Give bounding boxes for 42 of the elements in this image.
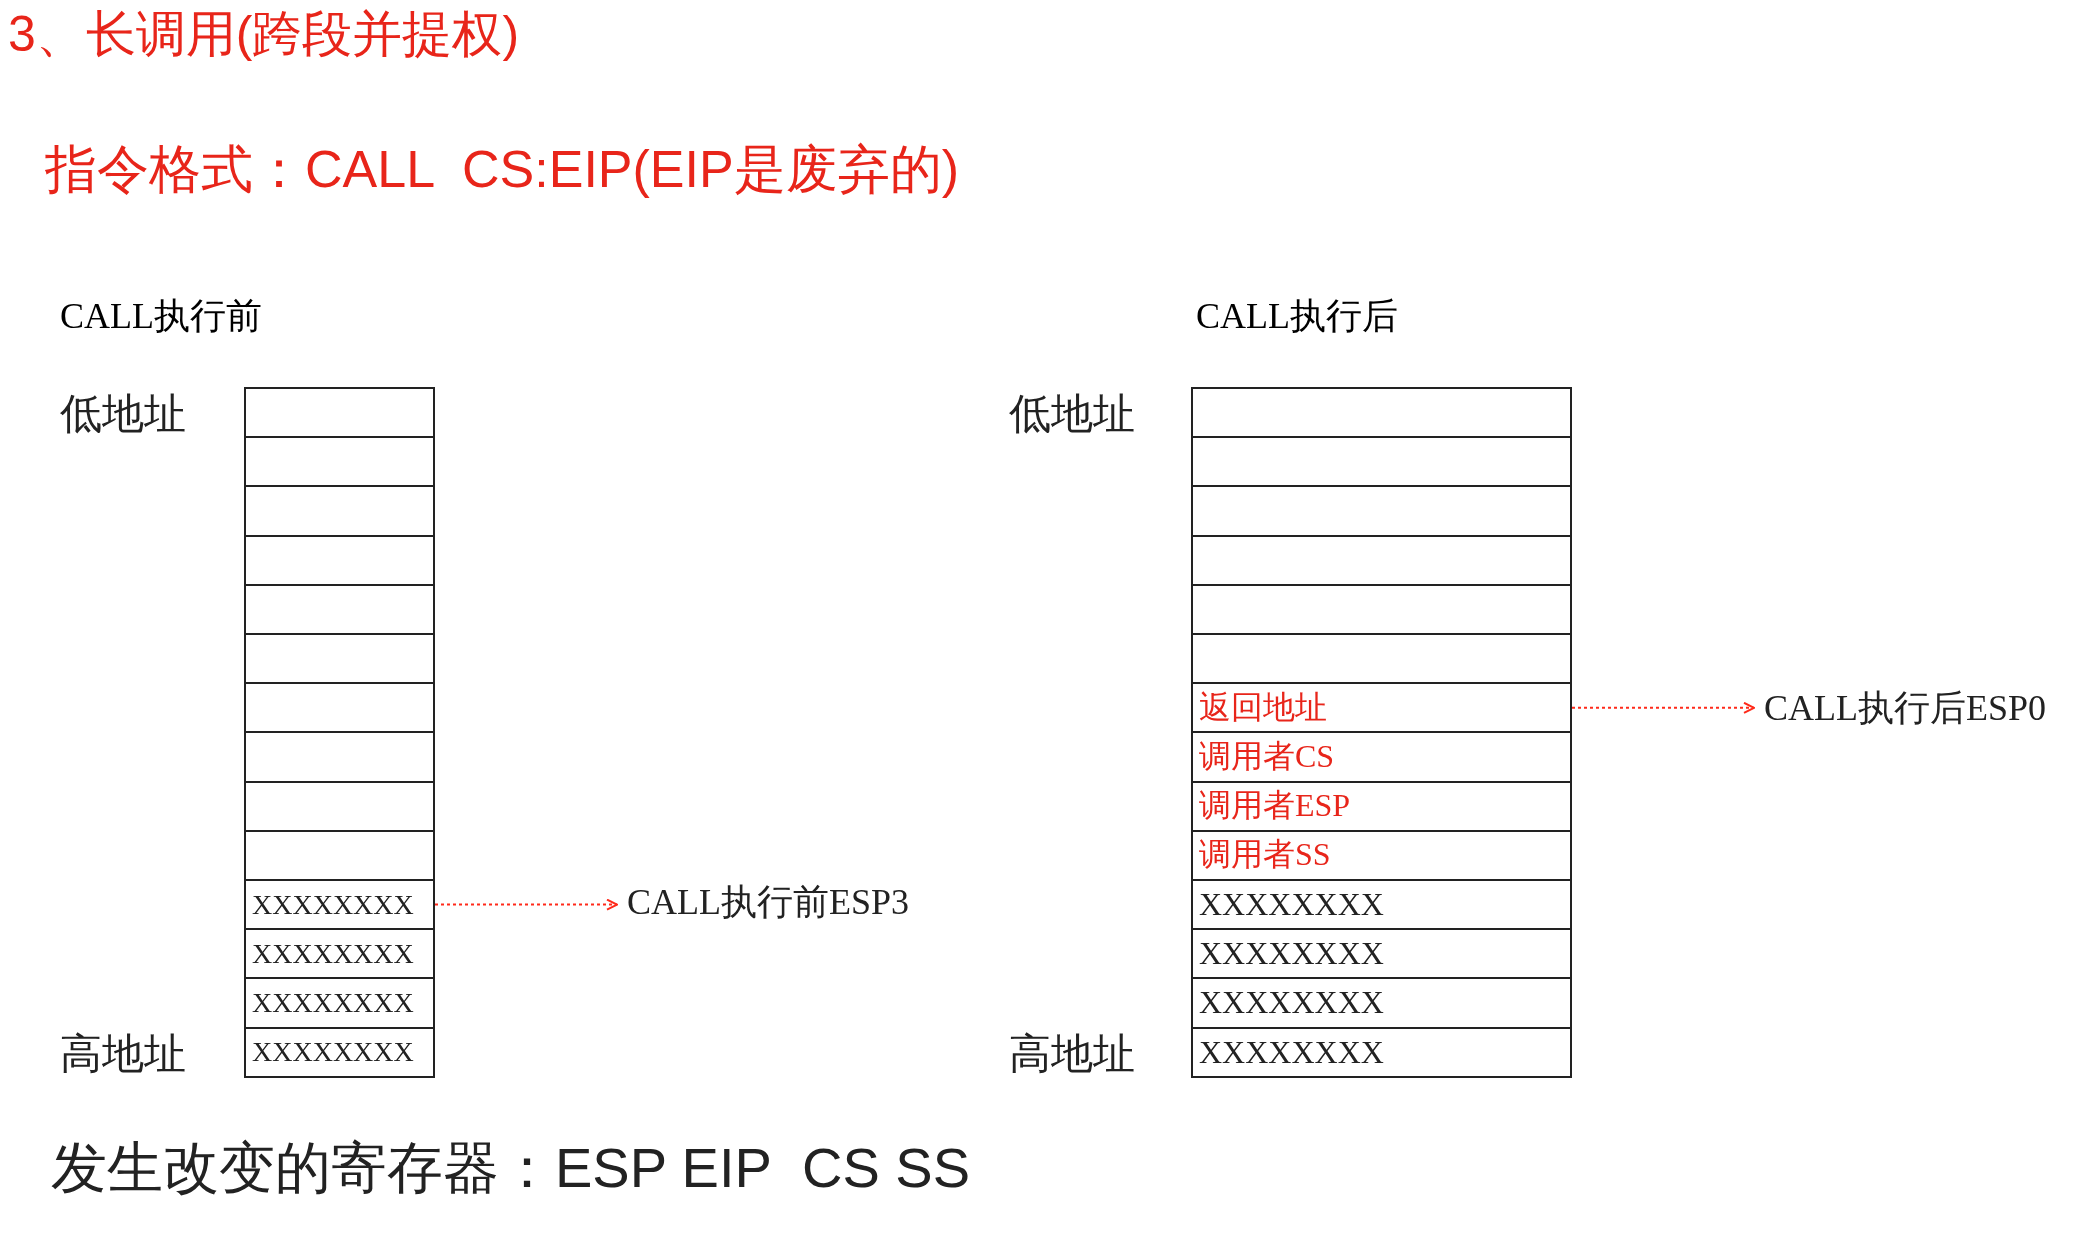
stack-cell (244, 682, 435, 734)
stack-cell (244, 731, 435, 783)
stack-cell (244, 534, 435, 586)
stack-cell: XXXXXXXX (244, 879, 435, 931)
stack-cell (1191, 534, 1572, 586)
arrow (434, 898, 618, 911)
address-label: 高地址 (1009, 1030, 1135, 1079)
stack-cell (244, 829, 435, 881)
stack-cell: 调用者CS (1191, 731, 1572, 783)
stack-cell (1191, 436, 1572, 488)
stack-cell: XXXXXXXX (244, 928, 435, 980)
stack-cell (244, 387, 435, 439)
stack-cell (244, 485, 435, 537)
stack-cell (1191, 583, 1572, 635)
stack-cell: 调用者ESP (1191, 780, 1572, 832)
stack-cell: XXXXXXXX (1191, 1026, 1572, 1078)
arrow (1571, 701, 1755, 714)
stack-cell (244, 436, 435, 488)
instruction-format: 指令格式：CALL CS:EIP(EIP是废弃的) (45, 140, 959, 200)
stack-cell: XXXXXXXX (244, 1026, 435, 1078)
pointer-label: CALL执行后ESP0 (1764, 688, 2047, 730)
stack-cell (244, 780, 435, 832)
stack-heading: CALL执行后 (1196, 296, 1398, 338)
stack-cell (1191, 387, 1572, 439)
stack-cell (1191, 485, 1572, 537)
stack-cell: 返回地址 (1191, 682, 1572, 734)
stack-cell (244, 583, 435, 635)
stack-cell (244, 633, 435, 685)
stack-cell: 调用者SS (1191, 829, 1572, 881)
address-label: 低地址 (60, 390, 186, 439)
address-label: 高地址 (60, 1030, 186, 1079)
stack-cell: XXXXXXXX (1191, 928, 1572, 980)
stack-heading: CALL执行前 (60, 296, 262, 338)
note-text: 发生改变的寄存器：ESP EIP CS SS (51, 1136, 971, 1201)
stack-cell: XXXXXXXX (1191, 879, 1572, 931)
title: 3、长调用(跨段并提权) (8, 6, 520, 64)
stack-cell (1191, 633, 1572, 685)
address-label: 低地址 (1009, 390, 1135, 439)
stack-cell: XXXXXXXX (1191, 977, 1572, 1029)
pointer-label: CALL执行前ESP3 (627, 882, 910, 924)
stack-cell: XXXXXXXX (244, 977, 435, 1029)
memory-stack (1191, 296, 1572, 1078)
